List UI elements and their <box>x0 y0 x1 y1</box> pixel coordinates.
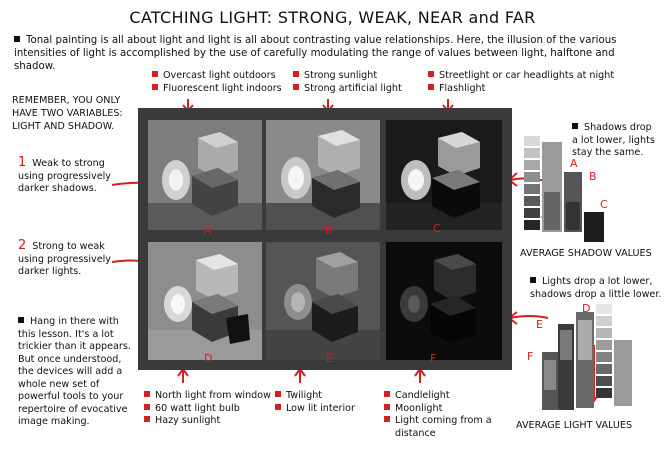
bottom-labels-col1: North light from window 60 watt light bu… <box>144 390 279 428</box>
shadow-value-swatches <box>524 136 604 242</box>
shadow-letter-b: B <box>589 170 597 183</box>
label-strong-sunlight: Strong sunlight <box>304 70 378 81</box>
red-bullet-icon <box>275 391 281 397</box>
shadow-letter-a: A <box>570 157 578 170</box>
panel-letter-c: C <box>433 222 441 235</box>
panel-a <box>148 120 262 230</box>
row2-number: 2 <box>18 238 27 253</box>
light-letter-e: E <box>536 318 543 331</box>
panel-c <box>386 120 502 230</box>
red-bullet-icon <box>384 403 390 410</box>
intro-paragraph: Tonal painting is all about light and li… <box>14 34 654 73</box>
shadow-note: Shadows drop a lot lower, lights stay th… <box>572 122 658 160</box>
panel-letter-d: D <box>204 352 213 365</box>
label-north-light: North light from window <box>155 390 271 401</box>
row1-text: Weak to strong using progressively darke… <box>18 158 111 194</box>
red-bullet-icon <box>428 83 434 90</box>
row1-number: 1 <box>18 155 27 170</box>
red-bullet-icon <box>428 71 434 77</box>
panel-b <box>266 120 380 230</box>
light-caption: AVERAGE LIGHT VALUES <box>516 420 633 431</box>
label-60-watt: 60 watt light bulb <box>155 402 240 414</box>
panel-letter-a: A <box>204 224 212 237</box>
red-bullet-icon <box>384 416 390 422</box>
intro-text: Tonal painting is all about light and li… <box>14 35 617 72</box>
label-hazy-sunlight: Hazy sunlight <box>155 415 221 426</box>
light-letter-f: F <box>527 350 534 363</box>
label-candlelight: Candlelight <box>395 390 450 401</box>
bullet-icon <box>572 123 578 129</box>
page-title: CATCHING LIGHT: STRONG, WEAK, NEAR and F… <box>129 8 536 27</box>
shadow-letter-c: C <box>600 198 608 211</box>
shadow-note-text: Shadows drop a lot lower, lights stay th… <box>572 122 655 158</box>
panel-e <box>266 242 380 360</box>
red-bullet-icon <box>152 71 158 77</box>
light-letter-d: D <box>582 302 591 315</box>
red-bullet-icon <box>144 416 150 422</box>
hang-in-text: Hang in there with this lesson. It's a l… <box>18 316 131 427</box>
bullet-icon <box>530 277 536 283</box>
bottom-labels-col2: Twilight Low lit interior <box>275 390 385 415</box>
label-moonlight: Moonlight <box>395 402 443 414</box>
remember-note: REMEMBER, YOU ONLY HAVE TWO VARIABLES: L… <box>12 95 123 132</box>
label-flashlight: Flashlight <box>439 82 486 94</box>
top-labels-col2: Strong sunlight Strong artificial light <box>293 70 423 95</box>
panel-d <box>148 242 262 360</box>
label-twilight: Twilight <box>286 390 323 401</box>
top-labels-col3: Streetlight or car headlights at night F… <box>428 70 663 95</box>
label-overcast: Overcast light outdoors <box>163 70 276 81</box>
red-bullet-icon <box>152 83 158 90</box>
label-streetlight: Streetlight or car headlights at night <box>439 70 615 81</box>
panel-letter-e: E <box>326 352 333 365</box>
hang-in-note: Hang in there with this lesson. It's a l… <box>18 316 138 429</box>
value-panels <box>148 120 502 360</box>
light-value-swatches <box>542 304 632 410</box>
label-strong-artificial: Strong artificial light <box>304 82 402 94</box>
arrow-up-icon <box>294 367 306 383</box>
label-low-lit: Low lit interior <box>286 402 355 414</box>
red-bullet-icon <box>144 391 150 397</box>
bullet-icon <box>18 317 24 323</box>
red-bullet-icon <box>293 83 299 90</box>
red-bullet-icon <box>275 403 281 410</box>
red-bullet-icon <box>144 403 150 410</box>
arrow-up-icon <box>177 367 189 383</box>
light-note: Lights drop a lot lower, shadows drop a … <box>530 276 662 301</box>
label-distance: Light coming from a distance <box>395 415 492 439</box>
shadow-caption: AVERAGE SHADOW VALUES <box>520 248 652 259</box>
red-bullet-icon <box>293 71 299 77</box>
panel-letter-b: B <box>325 224 333 237</box>
top-labels-col1: Overcast light outdoors Fluorescent ligh… <box>152 70 292 95</box>
red-bullet-icon <box>384 391 390 397</box>
row2-text: Strong to weak using progressively darke… <box>18 241 111 277</box>
light-note-text: Lights drop a lot lower, shadows drop a … <box>530 276 662 300</box>
bottom-labels-col3: Candlelight Moonlight Light coming from … <box>384 390 514 440</box>
label-fluorescent: Fluorescent light indoors <box>163 82 282 94</box>
panel-f <box>386 242 502 360</box>
arrow-up-icon <box>414 367 426 383</box>
panel-letter-f: F <box>430 352 437 365</box>
bullet-icon <box>14 36 20 42</box>
